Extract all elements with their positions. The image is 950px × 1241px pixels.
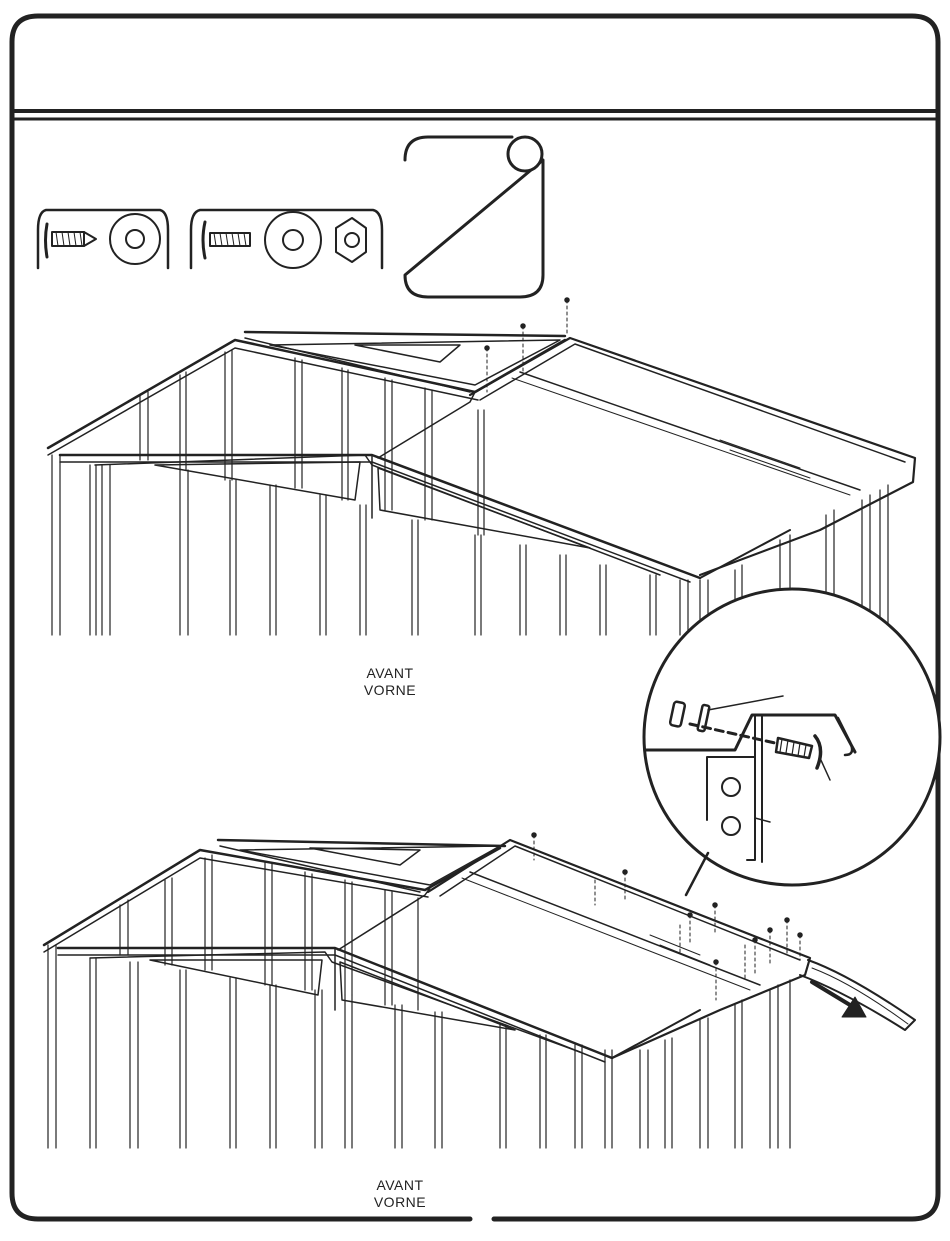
header-divider	[12, 111, 938, 119]
front-label-bottom-de: VORNE	[340, 1194, 460, 1211]
front-label-top-fr: AVANT	[330, 665, 450, 682]
front-label-bottom: AVANT VORNE	[340, 1177, 460, 1211]
bolt-washer-and-nut-icon	[191, 210, 382, 268]
front-label-top-de: VORNE	[330, 682, 450, 699]
front-label-bottom-fr: AVANT	[340, 1177, 460, 1194]
parts-box-icon	[405, 137, 543, 297]
detail-callout	[644, 589, 940, 895]
front-label-top: AVANT VORNE	[330, 665, 450, 699]
shed-illustration-top	[48, 298, 915, 635]
tapping-screw-and-washer-icon	[38, 210, 168, 268]
arrow-down-right-icon	[812, 982, 866, 1017]
